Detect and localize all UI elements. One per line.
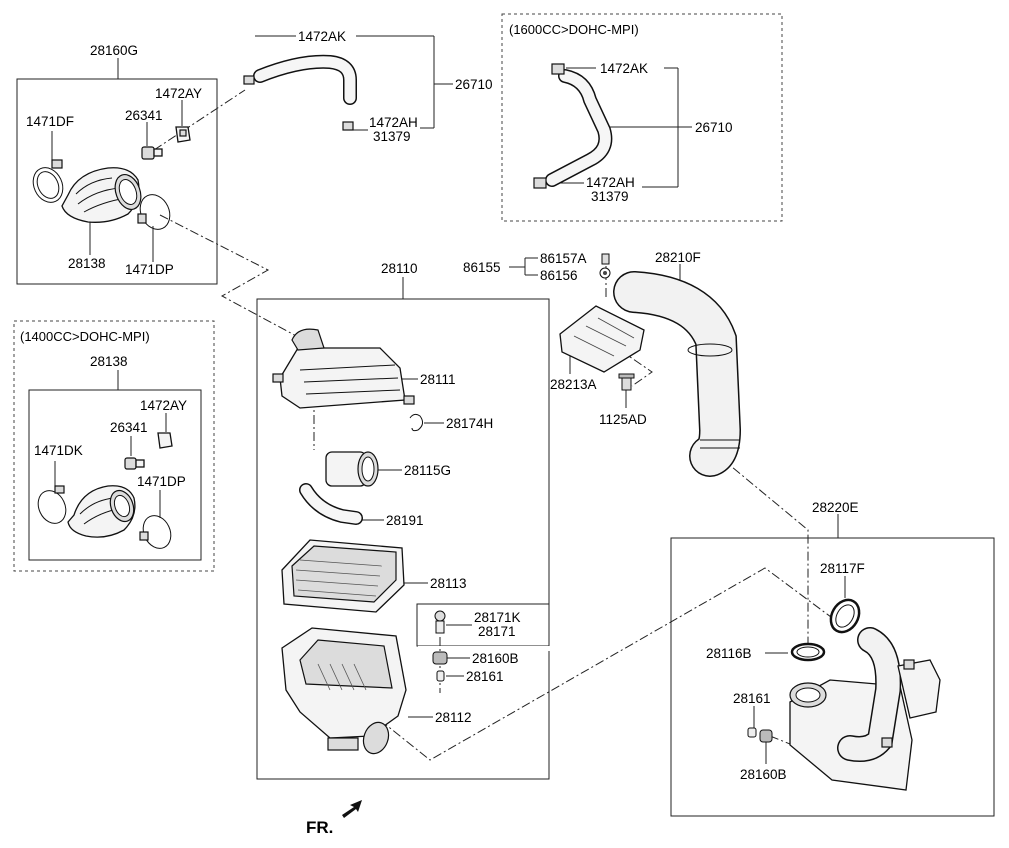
label-28138: 28138 [68, 256, 106, 271]
bolt-1125AD [618, 373, 635, 391]
label-86156: 86156 [540, 268, 578, 283]
bushing-28161-right [747, 727, 757, 738]
label-28117F: 28117F [820, 561, 865, 576]
filter-element-28113 [281, 539, 405, 613]
label-28111: 28111 [420, 372, 456, 387]
resonator-28220E [789, 627, 941, 791]
ring-28116B [790, 642, 826, 662]
bushing-28161 [436, 670, 445, 682]
label-31379-1600: 31379 [591, 189, 629, 204]
variant-1400cc-frame [13, 320, 215, 572]
breather-hose-26710-1600cc [533, 63, 613, 189]
bracket-28213A [559, 305, 645, 373]
clamp-1471DP [137, 194, 171, 230]
part-labels: 28160G 1472AY 1471DF 26341 28138 1471DP … [20, 22, 865, 837]
label-86155: 86155 [463, 260, 501, 275]
label-28174H: 28174H [446, 416, 493, 431]
label-26710: 26710 [455, 77, 493, 92]
label-1472AK-1600: 1472AK [600, 61, 648, 76]
variant-1600cc-title: (1600CC>DOHC-MPI) [509, 22, 639, 37]
bolt-28171K [434, 610, 446, 634]
leader-lines [51, 35, 846, 764]
label-28213A: 28213A [550, 377, 597, 392]
hose-28191 [299, 483, 363, 525]
label-28115G: 28115G [404, 463, 451, 478]
grommet-28160B [432, 651, 448, 665]
screw-86157A [601, 253, 610, 265]
label-1125AD: 1125AD [599, 412, 647, 427]
clip-28174H [409, 413, 424, 432]
label-31379: 31379 [373, 129, 411, 144]
label-28161: 28161 [466, 669, 504, 684]
clamp-1471DP-1400 [139, 515, 172, 549]
label-28210F: 28210F [655, 250, 701, 265]
air-cleaner-cover-28111 [272, 328, 415, 409]
front-direction-label: FR. [306, 818, 333, 837]
label-28161-right: 28161 [733, 691, 771, 706]
label-28171: 28171 [478, 624, 516, 639]
clamp-1471DK [37, 485, 67, 524]
clip-1472AY-1400 [157, 432, 173, 449]
label-1471DK: 1471DK [34, 443, 83, 458]
clip-1472AY [175, 126, 191, 143]
label-26341: 26341 [125, 108, 163, 123]
label-28116B: 28116B [706, 646, 752, 661]
label-1472AH-1600: 1472AH [586, 175, 635, 190]
air-intake-hose-28138 [61, 167, 142, 223]
label-28113: 28113 [430, 576, 467, 591]
variant-1400cc-title: (1400CC>DOHC-MPI) [20, 329, 150, 344]
duct-adapter-28115G [325, 451, 379, 487]
ring-28117F [829, 598, 861, 634]
label-28112: 28112 [435, 710, 472, 725]
nipple-26341 [141, 146, 163, 160]
label-28138-1400: 28138 [90, 354, 128, 369]
label-28110: 28110 [381, 261, 418, 276]
label-1472AY-1400: 1472AY [140, 398, 187, 413]
label-1472AK: 1472AK [298, 29, 346, 44]
label-1471DF: 1471DF [26, 114, 74, 129]
grommet-28160B-right [759, 729, 773, 743]
air-cleaner-body-28112 [281, 627, 407, 755]
hose-assembly-frame [16, 78, 218, 285]
breather-hose-26710 [243, 54, 357, 131]
label-28160G: 28160G [90, 43, 138, 58]
label-1471DP: 1471DP [125, 262, 174, 277]
nipple-26341-1400 [124, 457, 145, 470]
label-26710-1600: 26710 [695, 120, 733, 135]
variant-1600cc-frame [501, 13, 783, 222]
label-28160B: 28160B [472, 651, 519, 666]
label-1472AY: 1472AY [155, 86, 202, 101]
label-1471DP-1400: 1471DP [137, 474, 186, 489]
air-intake-hose-1400 [67, 485, 136, 538]
resonator-frame [670, 537, 995, 817]
label-26341-1400: 26341 [110, 420, 148, 435]
clamp-1471DF [32, 159, 64, 203]
front-arrow-icon [342, 800, 362, 818]
label-28160B-right: 28160B [740, 767, 787, 782]
washer-86156 [599, 267, 611, 279]
label-28220E: 28220E [812, 500, 859, 515]
label-86157A: 86157A [540, 251, 587, 266]
hose-assembly-1400-frame [28, 389, 202, 561]
label-28171K: 28171K [474, 610, 521, 625]
intake-duct-28210F [613, 271, 742, 477]
label-28191: 28191 [386, 513, 424, 528]
label-1472AH: 1472AH [369, 115, 418, 130]
